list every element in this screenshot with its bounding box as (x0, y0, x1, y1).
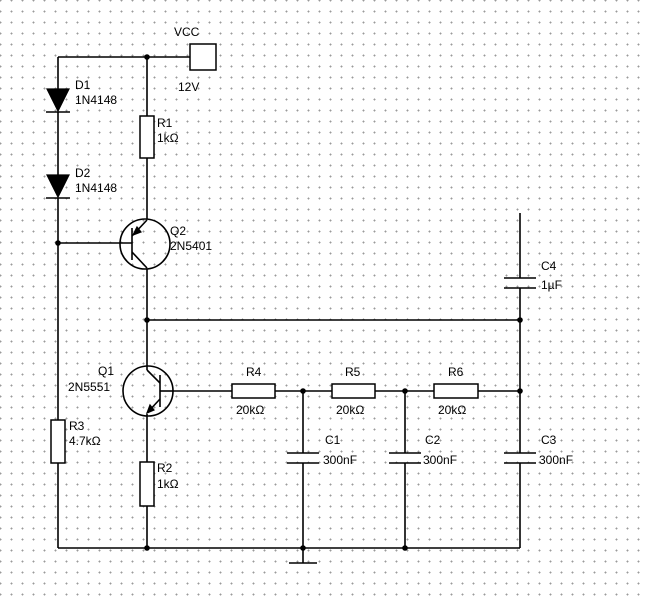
c1-value: 300nF (323, 453, 358, 467)
r5-value: 20kΩ (336, 403, 365, 417)
d1-ref: D1 (75, 78, 91, 92)
resistor-r4 (231, 383, 276, 399)
r2-ref: R2 (157, 461, 173, 475)
d1-value: 1N4148 (75, 93, 118, 107)
q1-value: 2N5551 (68, 380, 111, 394)
r6-ref: R6 (448, 365, 464, 379)
diode-d2 (46, 174, 70, 199)
vcc-label: VCC (174, 25, 200, 39)
d2-ref: D2 (75, 166, 91, 180)
d2-value: 1N4148 (75, 181, 118, 195)
resistor-r5 (331, 383, 376, 399)
vcc-voltage: 12V (178, 80, 200, 94)
c4-ref: C4 (541, 259, 557, 273)
r3-value: 4.7kΩ (69, 434, 101, 448)
resistor-r3 (50, 419, 66, 464)
q1-ref: Q1 (98, 364, 115, 378)
r1-ref: R1 (157, 116, 173, 130)
resistor-r1 (139, 115, 155, 159)
c1-ref: C1 (325, 433, 341, 447)
center-column-wires (58, 57, 520, 548)
transistor-q2 (119, 218, 171, 270)
r4-ref: R4 (246, 365, 262, 379)
q2-ref: Q2 (170, 224, 187, 238)
r6-value: 20kΩ (438, 403, 467, 417)
r2-value: 1kΩ (157, 477, 179, 491)
c4-value: 1µF (541, 278, 562, 292)
c3-value: 300nF (539, 453, 574, 467)
left-rail-wires (57, 56, 147, 548)
r1-value: 1kΩ (157, 131, 179, 145)
c2-ref: C2 (425, 433, 441, 447)
capacitor-c4 (504, 277, 536, 289)
rc-ladder-wires (173, 213, 521, 548)
q2-value: 2N5401 (170, 239, 213, 253)
junction-dots (55, 54, 523, 551)
capacitor-c3 (504, 452, 536, 464)
resistor-r6 (433, 383, 479, 399)
r4-value: 20kΩ (236, 403, 265, 417)
r3-ref: R3 (69, 419, 85, 433)
c2-value: 300nF (423, 453, 458, 467)
transistor-q1 (122, 365, 174, 417)
r5-ref: R5 (345, 365, 361, 379)
resistor-r2 (139, 461, 155, 507)
diode-d1 (46, 88, 70, 113)
c3-ref: C3 (541, 433, 557, 447)
capacitor-c2 (389, 452, 421, 464)
capacitor-c1 (287, 452, 319, 464)
vcc-port-icon (147, 43, 217, 71)
